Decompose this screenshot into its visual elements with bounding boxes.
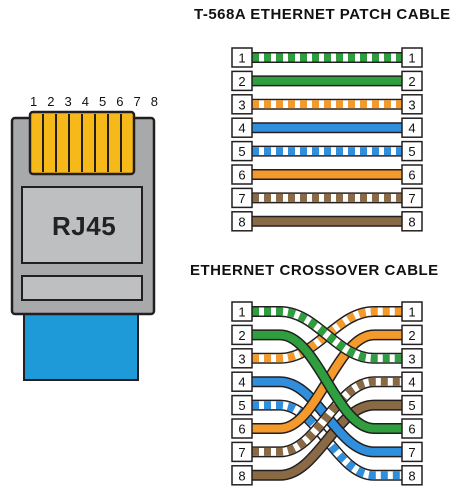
crossover-right-pin-number: 5 xyxy=(408,398,415,413)
crossover-left-pin-number: 4 xyxy=(238,375,245,390)
pin-boxes: 1 1 2 2 3 3 4 4 5 5 6 6 7 7 8 8 1 1 2 2 3 3 4 4 5 5 6 6 7 7 8 8 xyxy=(231,47,423,486)
patch-left-pin-number: 3 xyxy=(238,97,245,112)
crossover-left-pin-box xyxy=(231,418,253,439)
crossover-right-pin-number: 6 xyxy=(408,422,415,437)
patch-left-pin-box xyxy=(231,117,253,138)
patch-left-pin-number: 4 xyxy=(238,121,245,136)
patch-right-pin-number: 3 xyxy=(408,97,415,112)
patch-right-pin-box xyxy=(401,211,423,232)
crossover-left-pin-box xyxy=(231,371,253,392)
connector-label: RJ45 xyxy=(52,211,117,241)
connector-label-panel xyxy=(21,186,143,264)
crossover-left-pin-number: 1 xyxy=(238,305,245,320)
connector-latch xyxy=(21,275,143,301)
crossover-right-pin-box xyxy=(401,301,423,322)
crossover-right-pin-box xyxy=(401,324,423,346)
crossover-right-pin-number: 2 xyxy=(408,328,415,343)
crossover-right-pin-box xyxy=(401,371,423,392)
crossover-wire-pin-2 xyxy=(252,329,402,434)
connector-boot xyxy=(23,311,139,381)
patch-left-pin-box xyxy=(231,70,253,92)
patch-right-pin-number: 1 xyxy=(408,51,415,66)
patch-right-pin-box xyxy=(401,47,423,68)
patch-left-pin-number: 6 xyxy=(238,168,245,183)
patch-cable-title: T-568A ETHERNET PATCH CABLE xyxy=(194,6,451,23)
patch-left-pin-number: 1 xyxy=(238,51,245,66)
crossover-right-pin-number: 4 xyxy=(408,375,415,390)
crossover-right-pin-number: 3 xyxy=(408,351,415,366)
crossover-left-pin-number: 8 xyxy=(238,468,245,483)
crossover-left-pin-box xyxy=(231,301,253,322)
patch-right-pin-box xyxy=(401,187,423,209)
crossover-left-pin-number: 6 xyxy=(238,422,245,437)
patch-right-pin-number: 7 xyxy=(408,191,415,206)
crossover-right-pin-box xyxy=(401,465,423,486)
patch-right-pin-number: 5 xyxy=(408,144,415,159)
crossover-left-pin-number: 5 xyxy=(238,398,245,413)
crossover-left-pin-box xyxy=(231,324,253,346)
patch-right-pin-box xyxy=(401,117,423,138)
patch-right-pin-box xyxy=(401,164,423,185)
patch-left-pin-number: 2 xyxy=(238,74,245,89)
patch-right-pin-number: 6 xyxy=(408,168,415,183)
crossover-right-pin-number: 8 xyxy=(408,468,415,483)
patch-left-pin-number: 7 xyxy=(238,191,245,206)
crossover-left-pin-box xyxy=(231,441,253,463)
patch-right-pin-box xyxy=(401,94,423,115)
crossover-left-pin-box xyxy=(231,465,253,486)
patch-left-pin-box xyxy=(231,187,253,209)
crossover-left-pin-number: 3 xyxy=(238,351,245,366)
crossover-wires xyxy=(252,306,402,481)
patch-right-pin-box xyxy=(401,140,423,162)
patch-wires xyxy=(252,52,402,227)
patch-left-pin-box xyxy=(231,211,253,232)
crossover-right-pin-number: 7 xyxy=(408,445,415,460)
crossover-right-pin-box xyxy=(401,348,423,369)
crossover-right-pin-box xyxy=(401,418,423,439)
patch-right-pin-number: 8 xyxy=(408,214,415,229)
rj45-connector xyxy=(10,110,156,381)
patch-left-pin-box xyxy=(231,164,253,185)
crossover-cable-title: ETHERNET CROSSOVER CABLE xyxy=(190,262,439,279)
crossover-wire-pin-1 xyxy=(252,306,402,364)
contact-dividers xyxy=(42,114,122,172)
crossover-wire-pin-7 xyxy=(252,376,402,458)
crossover-left-pin-box xyxy=(231,394,253,416)
patch-left-pin-box xyxy=(231,94,253,115)
crossover-right-pin-box xyxy=(401,394,423,416)
crossover-left-pin-box xyxy=(231,348,253,369)
patch-left-pin-number: 5 xyxy=(238,144,245,159)
connector-pin-numbers: 1 2 3 4 5 6 7 8 xyxy=(30,94,162,109)
patch-left-pin-box xyxy=(231,140,253,162)
patch-left-pin-box xyxy=(231,47,253,68)
crossover-wire-pin-8 xyxy=(252,399,402,481)
patch-right-pin-box xyxy=(401,70,423,92)
crossover-right-pin-number: 1 xyxy=(408,305,415,320)
patch-left-pin-number: 8 xyxy=(238,214,245,229)
crossover-left-pin-number: 7 xyxy=(238,445,245,460)
crossover-right-pin-box xyxy=(401,441,423,463)
patch-right-pin-number: 2 xyxy=(408,74,415,89)
patch-right-pin-number: 4 xyxy=(408,121,415,136)
crossover-left-pin-number: 2 xyxy=(238,328,245,343)
